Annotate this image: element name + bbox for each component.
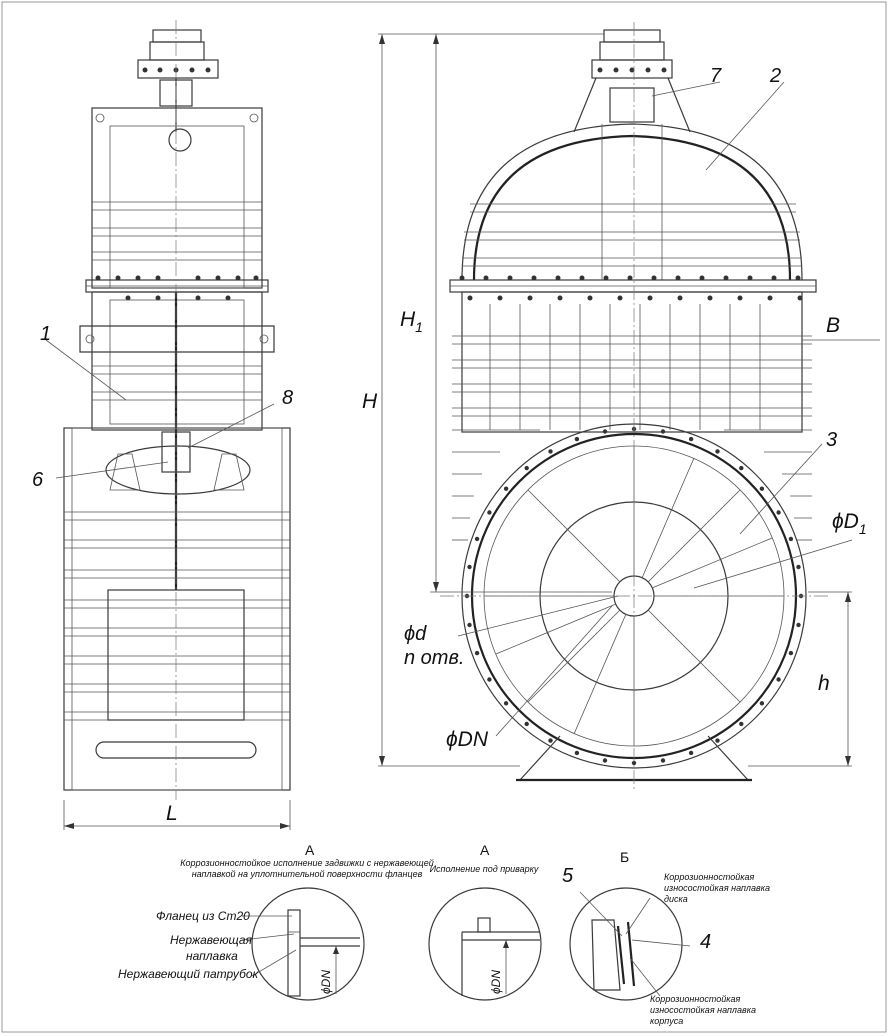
detail-a1-title: А (305, 842, 315, 858)
rim-bolt (548, 449, 553, 454)
rim-bolt (474, 536, 480, 542)
main-flange-bolts-front (459, 275, 803, 301)
detail-b-body-3: корпуса (650, 1016, 683, 1026)
rim-bolt (487, 677, 492, 682)
detail-a2 (428, 887, 542, 1001)
callout-7: 7 (710, 65, 722, 87)
detail-a1-caption-2: наплавкой на уплотнительной поверхности … (192, 869, 423, 879)
actuator-bolts-front (597, 67, 667, 73)
dim-DN: ϕDN (446, 728, 489, 751)
detail-a2-caption: Исполнение под приварку (430, 864, 539, 874)
rim-bolt (715, 449, 720, 454)
rim-bolt (467, 622, 472, 628)
detail-a1-dn: ϕDN (319, 970, 333, 994)
rim-bolt (715, 738, 720, 743)
rim-bolt (524, 465, 529, 471)
front-view (378, 22, 880, 790)
lower-ribs (64, 511, 290, 721)
rim-bolt (739, 721, 744, 727)
rim-bolts (464, 426, 804, 766)
rim-bolt (688, 436, 694, 442)
upper-ribs (92, 201, 262, 261)
body-ribs (452, 304, 812, 541)
detail-b-disc-3: диска (664, 894, 688, 904)
detail-b-body-2: износостойкая наплавка (650, 1005, 756, 1015)
rim-bolt (548, 738, 553, 743)
rim-bolt (660, 758, 666, 763)
dim-H: H (362, 390, 378, 413)
rim-bolt (574, 436, 580, 442)
detail-b-disc-1: Коррозионностойкая (664, 872, 754, 882)
rim-bolt (759, 701, 765, 706)
detail-b (569, 887, 691, 1001)
callout-4: 4 (700, 931, 711, 953)
leaders-side (45, 339, 275, 479)
detail-b-body-1: Коррозионностойкая (650, 994, 740, 1004)
dim-H1: H1 (400, 308, 423, 335)
rim-bolt (474, 650, 480, 656)
detail-a1-caption-1: Коррозионностойкое исполнение задвижки с… (180, 858, 433, 868)
side-view (63, 20, 291, 830)
detail-a1-surfacing-2: наплавка (186, 949, 238, 963)
rim-bolt (467, 564, 472, 570)
rim-bolt (796, 564, 801, 570)
rim-bolt (631, 760, 637, 766)
rim-bolt (524, 721, 529, 727)
dim-D1: ϕD1 (832, 510, 867, 537)
rim-bolt (788, 650, 794, 656)
callout-2: 2 (769, 65, 781, 87)
rim-bolt (602, 758, 608, 763)
detail-a1-pipe: Нержавеющий патрубок (118, 967, 260, 981)
rim-bolt (660, 429, 666, 434)
callout-6: 6 (32, 469, 44, 491)
rim-bolt (503, 701, 509, 706)
dome-ribs (462, 124, 802, 280)
callout-1: 1 (40, 323, 51, 345)
detail-a1 (241, 887, 365, 1001)
rim-bolt (503, 486, 509, 491)
rim-bolt (776, 510, 781, 515)
rim-bolt (759, 486, 765, 491)
rim-bolt (487, 510, 492, 515)
rim-bolt (574, 750, 580, 756)
callout-3: 3 (826, 429, 837, 451)
rim-bolt (688, 750, 694, 756)
detail-a1-flange: Фланец из Ст20 (156, 909, 250, 923)
detail-b-disc-2: износостойкая наплавка (664, 883, 770, 893)
rim-bolt (796, 622, 801, 628)
detail-a2-title: А (480, 842, 490, 858)
callout-8: 8 (282, 387, 293, 409)
dim-L: L (166, 802, 178, 825)
dim-B: B (826, 314, 840, 337)
detail-a2-dn: ϕDN (489, 970, 503, 994)
main-flange-bolts-side (95, 275, 259, 301)
dim-d: ϕd (404, 623, 427, 645)
rim-bolt (788, 536, 794, 542)
rim-bolt (602, 429, 608, 434)
detail-b-title: Б (620, 849, 629, 865)
leaders-front (457, 81, 853, 737)
rim-bolt (739, 465, 744, 471)
dim-n-holes: n отв. (404, 647, 464, 669)
detail-a1-surfacing-1: Нержавеющая (170, 933, 253, 947)
rim-bolt (776, 677, 781, 682)
dim-h: h (818, 672, 830, 695)
callout-5: 5 (562, 865, 574, 887)
actuator-bolts-side (142, 67, 211, 73)
